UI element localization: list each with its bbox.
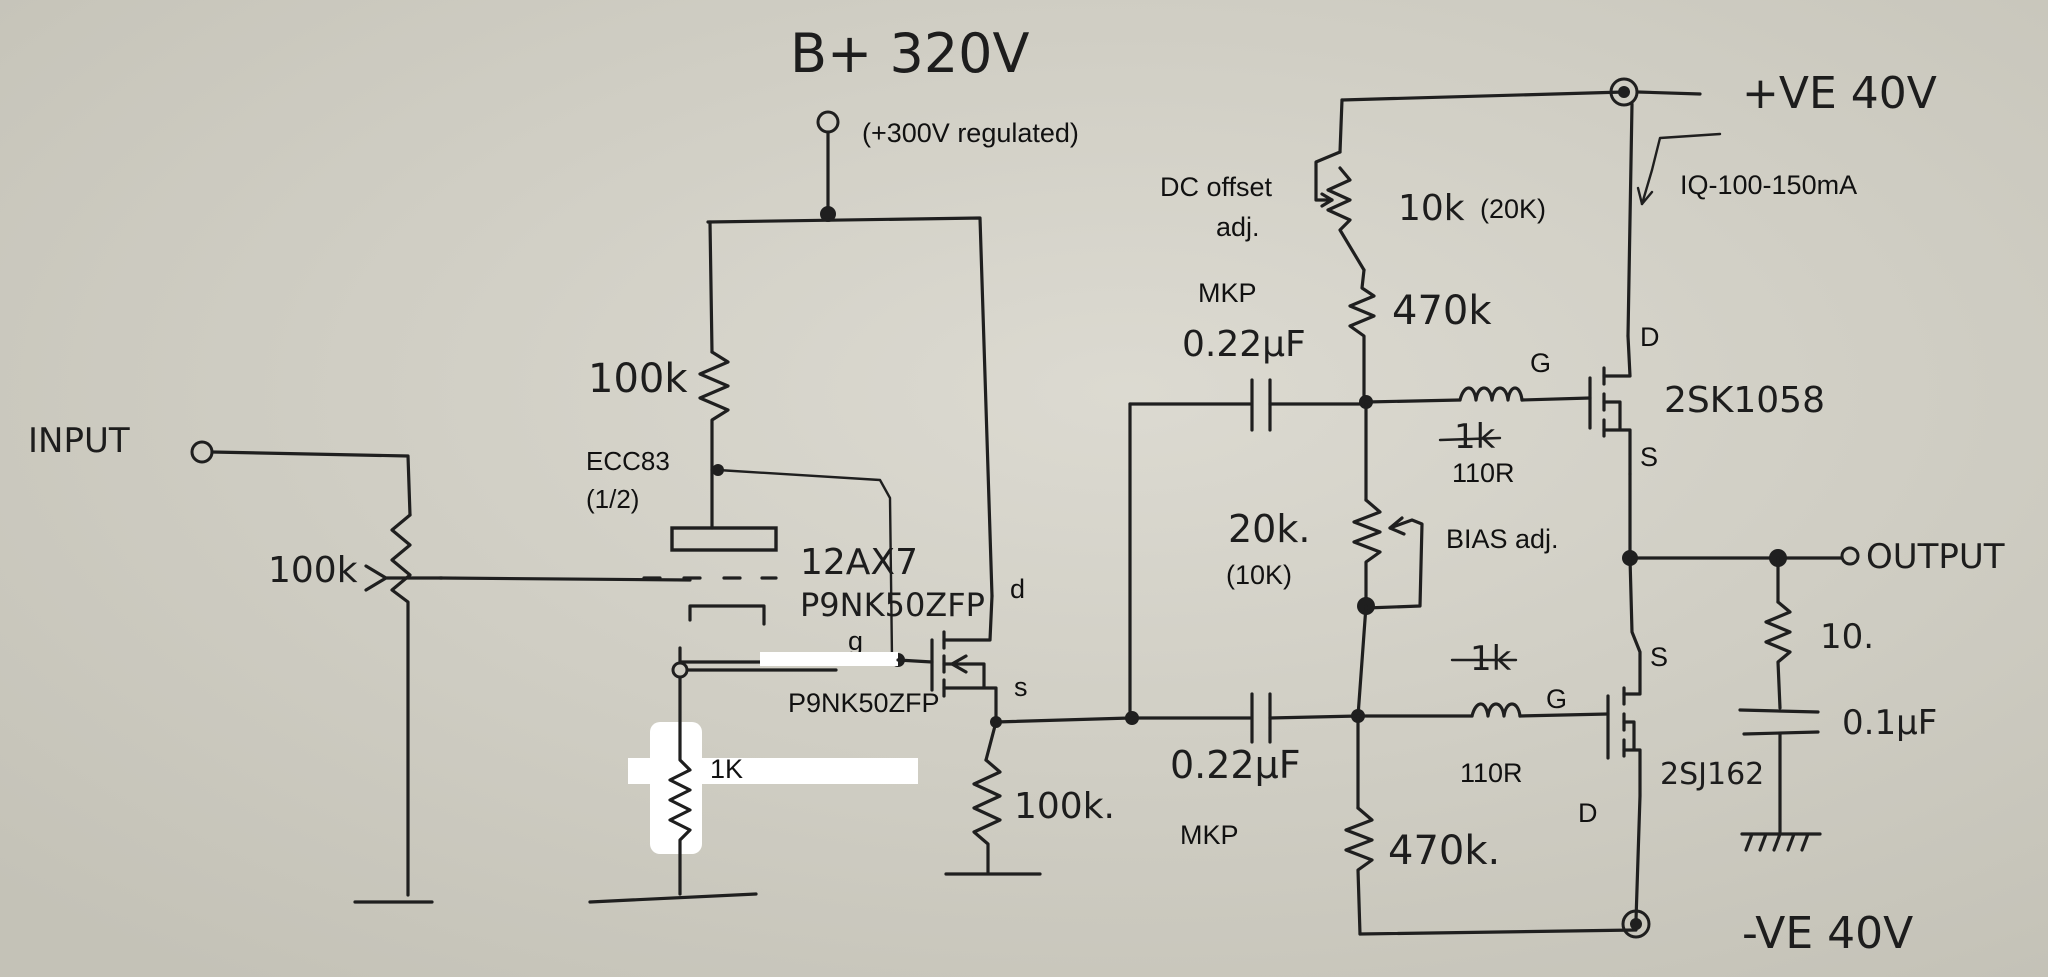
- bias-pot-wiper: [1364, 518, 1424, 610]
- input-pot-wiper-arrow: [364, 564, 444, 592]
- bottom-resistor-470k: [1344, 806, 1374, 936]
- dc-offset-pot-wiper: [1314, 150, 1342, 202]
- tube-cathode: [688, 604, 766, 626]
- bias-pot: [1352, 498, 1382, 608]
- source-resistor-value: 100k.: [1014, 786, 1115, 827]
- top-pot-value: 10k: [1398, 188, 1465, 229]
- bottom-pin-g: G: [1546, 684, 1567, 714]
- output-terminal: [1840, 546, 1860, 566]
- input-section: INPUT 100k: [28, 421, 692, 904]
- tube-type-handwritten: 12AX7: [800, 542, 918, 583]
- top-gate-struck: 1k: [1454, 417, 1496, 457]
- bottom-device-label: 2SJ162: [1660, 757, 1764, 792]
- plate-resistor: [698, 350, 730, 472]
- iq-arrow: [1640, 132, 1722, 206]
- iq-label: IQ-100-150mA: [1680, 170, 1857, 200]
- cathode-resistor: [668, 676, 692, 896]
- input-pot-resistor: [390, 513, 412, 897]
- zobel-resistor: [1764, 600, 1792, 710]
- tube-plate: [670, 526, 778, 552]
- bias-pot-alt: (10K): [1226, 560, 1292, 590]
- source-resistor: [972, 758, 1002, 874]
- zobel-resistor-value: 10.: [1820, 617, 1874, 657]
- bplus-regulated-label: (+300V regulated): [862, 118, 1079, 148]
- bias-adj-label: BIAS adj.: [1446, 524, 1559, 554]
- tube-type-typed: ECC83: [586, 446, 670, 476]
- bias-network: DC offset adj. 10k (20K) 470k MKP 0.22µF…: [1125, 90, 1638, 936]
- mosfet-part-handwritten: P9NK50ZFP: [800, 586, 985, 624]
- cathode-resistor-value: 1K: [710, 754, 743, 784]
- cap-top-type: MKP: [1198, 278, 1257, 308]
- top-pin-g: G: [1530, 348, 1551, 378]
- top-resistor-value: 470k: [1392, 288, 1492, 334]
- plate-resistor-value: 100k: [588, 356, 688, 402]
- ground-symbol: [1740, 832, 1822, 852]
- tube-stage: 100k ECC83 (1/2) 12AX7 1K: [586, 220, 918, 904]
- top-gate-resistor-value: 110R: [1452, 458, 1515, 488]
- bottom-resistor-value: 470k.: [1388, 828, 1500, 874]
- bplus-handwritten-label: B+ 320V: [790, 22, 1030, 85]
- bias-pot-value: 20k.: [1228, 507, 1310, 551]
- neg-rail-label: -VE 40V: [1742, 908, 1913, 959]
- mosfet-pin-s: s: [1014, 672, 1028, 702]
- bottom-pin-s: S: [1650, 642, 1668, 672]
- output-stage: +VE 40V IQ-100-150mA 1k 110R G D S 2SK10…: [1356, 68, 2005, 959]
- neg-rail-terminal: [1621, 909, 1651, 939]
- bplus-supply: B+ 320V (+300V regulated): [706, 22, 1079, 598]
- dc-offset-label-2: adj.: [1216, 212, 1260, 242]
- top-resistor-470k: [1348, 268, 1376, 402]
- top-pot-alt: (20K): [1480, 194, 1546, 224]
- mosfet-pin-g: g: [848, 626, 863, 656]
- input-pot-value: 100k: [268, 550, 358, 591]
- top-gate-resistor: [1458, 386, 1524, 402]
- mosfet-pin-d: d: [1010, 574, 1025, 604]
- top-pin-s: S: [1640, 442, 1658, 472]
- input-label: INPUT: [28, 421, 130, 461]
- output-label: OUTPUT: [1866, 537, 2005, 577]
- top-pin-d: D: [1640, 322, 1660, 352]
- cap-bottom-value: 0.22µF: [1170, 743, 1301, 787]
- cap-top-value: 0.22µF: [1182, 324, 1306, 365]
- source-follower: P9NK50ZFP d g s P9NK50ZFP 100k.: [760, 574, 1132, 876]
- tube-type-typed-sub: (1/2): [586, 484, 639, 514]
- bottom-pin-d: D: [1578, 798, 1598, 828]
- zobel-cap-value: 0.1µF: [1842, 703, 1937, 743]
- dc-offset-label-1: DC offset: [1160, 172, 1273, 202]
- pos-rail-label: +VE 40V: [1742, 68, 1937, 119]
- mosfet-part-typed: P9NK50ZFP: [788, 688, 940, 718]
- dc-offset-pot: [1326, 166, 1366, 272]
- cap-bottom-type: MKP: [1180, 820, 1239, 850]
- top-device-label: 2SK1058: [1664, 380, 1825, 421]
- bottom-gate-resistor: [1470, 702, 1522, 718]
- bottom-gate-resistor-value: 110R: [1460, 758, 1523, 788]
